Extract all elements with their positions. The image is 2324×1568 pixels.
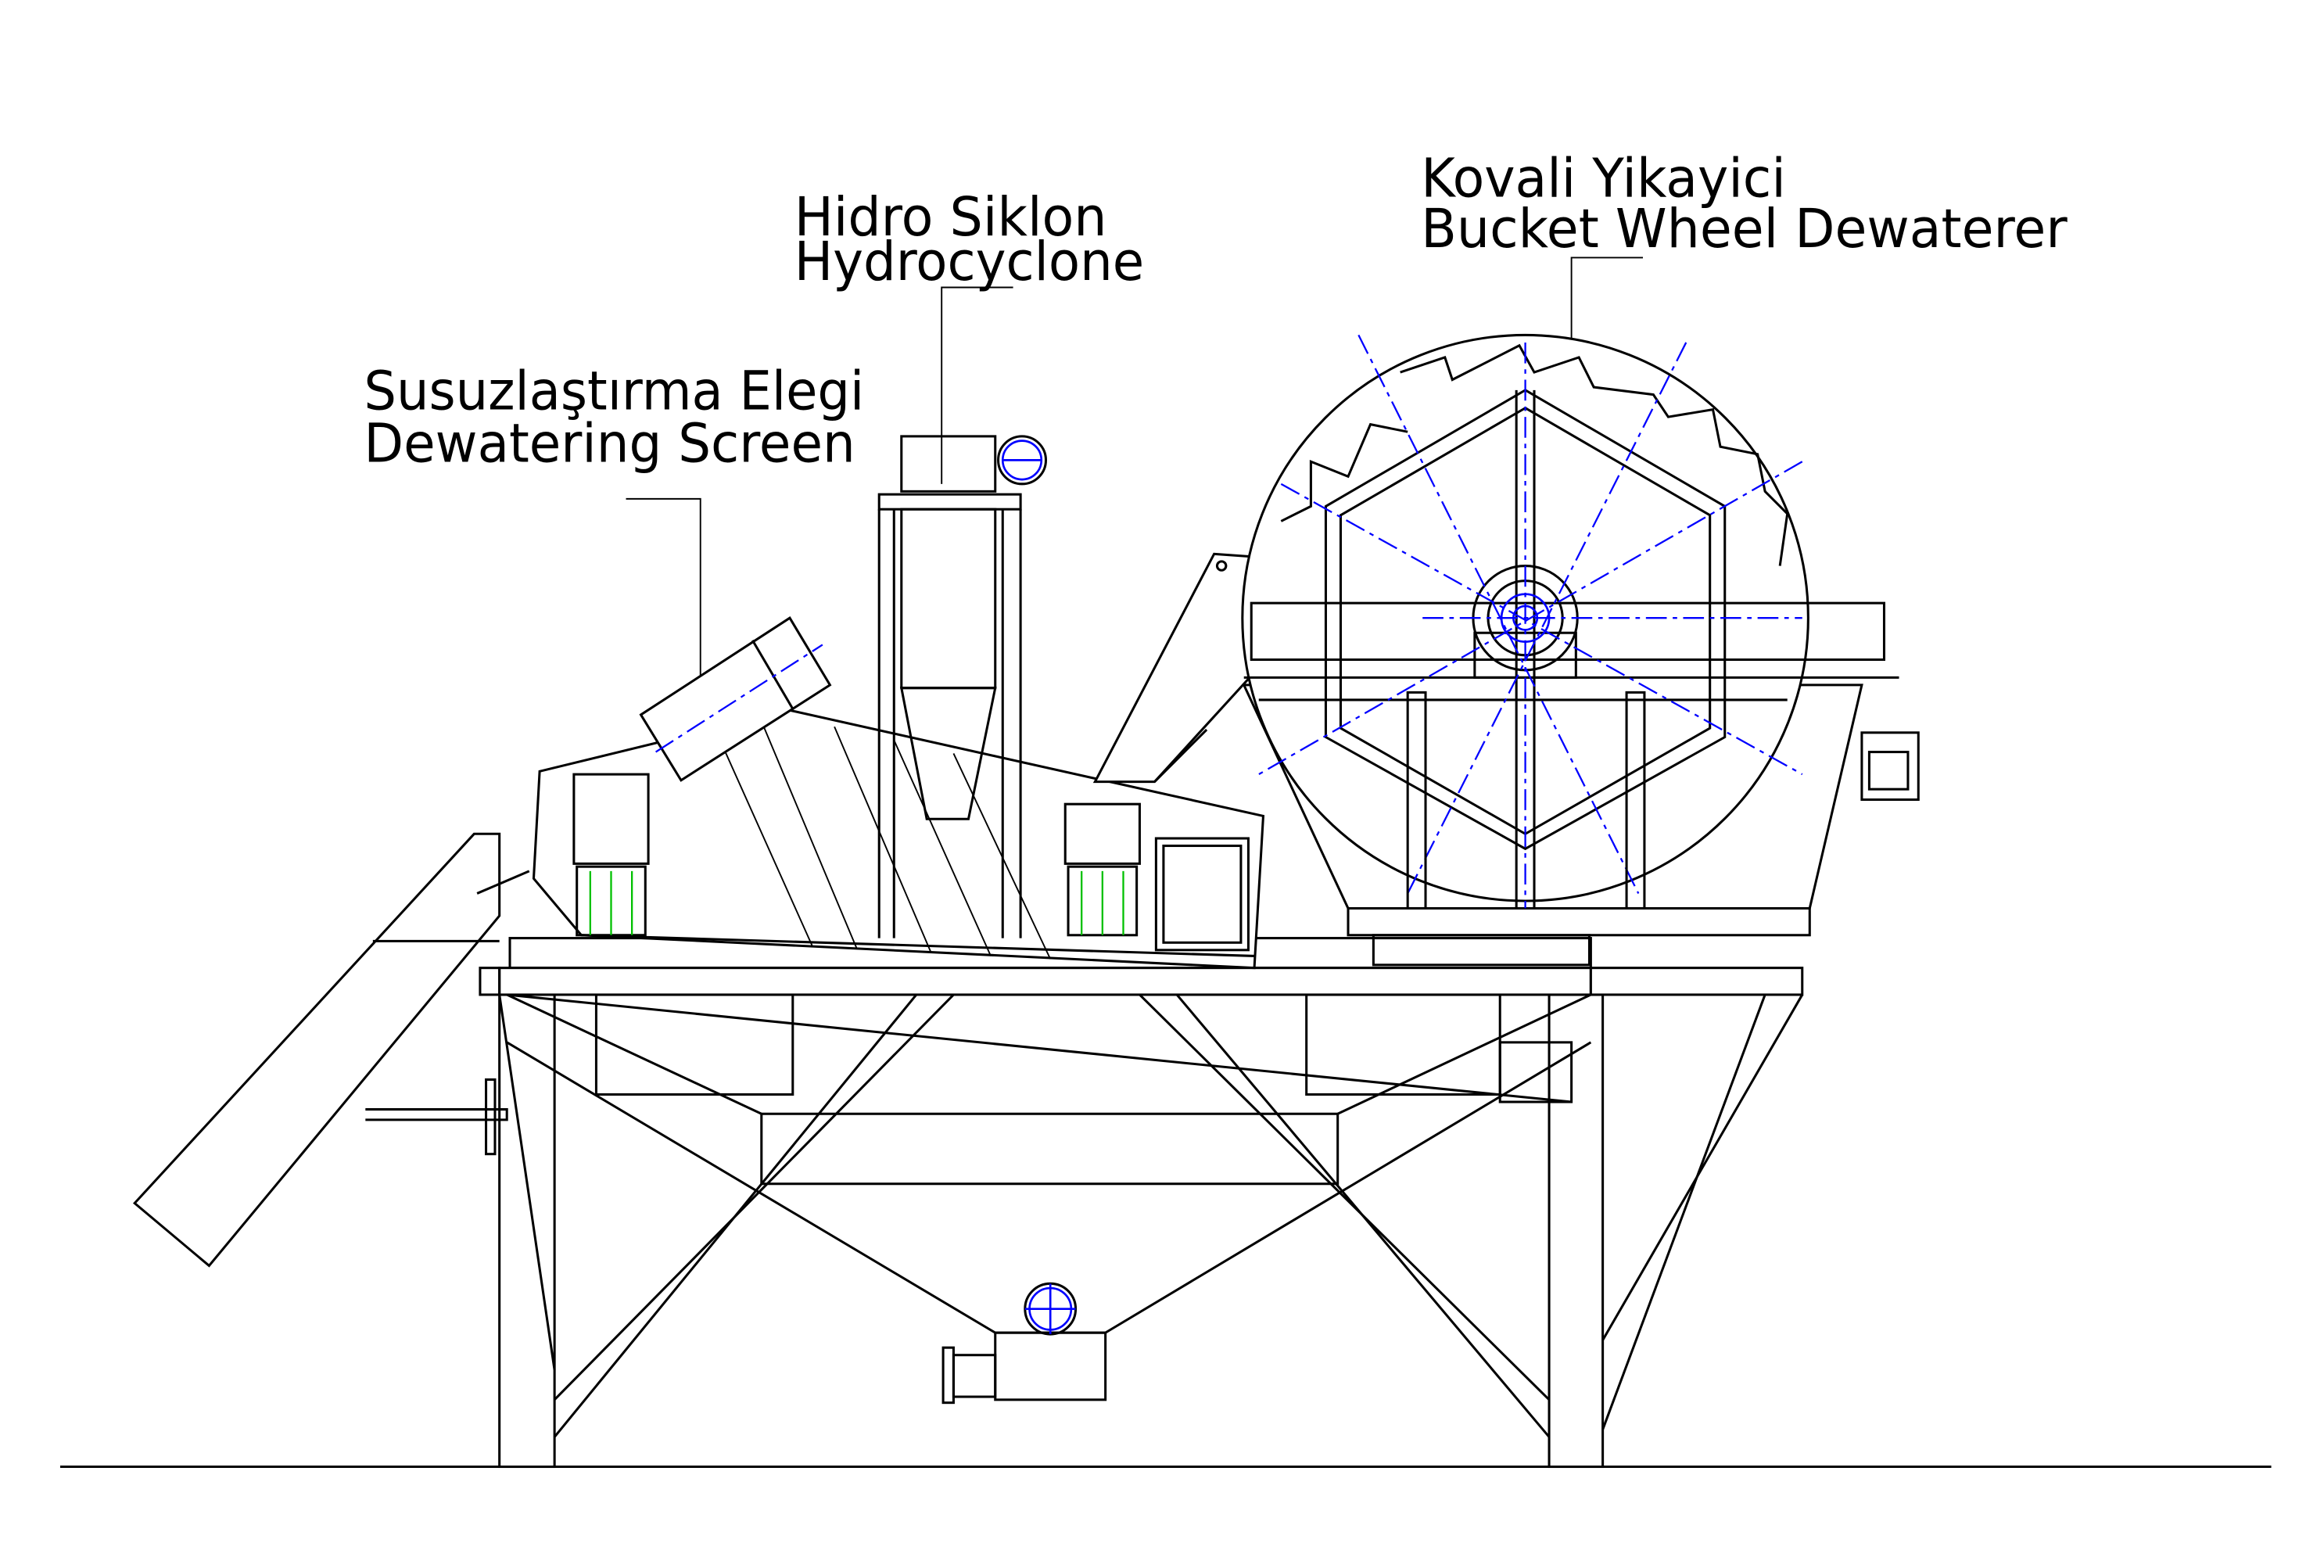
centerlines	[1258, 334, 1803, 909]
label-dewatering-screen: Susuzlaştırma Elegi Dewatering Screen	[364, 361, 864, 678]
leader-line	[626, 497, 701, 678]
slurry-pump	[941, 1282, 1107, 1405]
springs	[576, 865, 1139, 937]
support-frame	[498, 993, 1804, 1469]
hydrocyclone	[877, 435, 1048, 938]
label-en: Hydrocyclone	[794, 231, 1144, 293]
leader-line	[941, 286, 1013, 484]
label-tr: Kovali Yikayici	[1421, 147, 1786, 210]
label-hydrocyclone: Hidro Siklon Hydrocyclone	[794, 186, 1144, 484]
vibrator-motor	[639, 616, 832, 782]
label-bucket-wheel: Kovali Yikayici Bucket Wheel Dewaterer	[1421, 147, 2068, 457]
label-tr: Hidro Siklon	[794, 186, 1107, 249]
label-tr: Susuzlaştırma Elegi	[364, 361, 864, 423]
discharge-chute	[132, 832, 530, 1268]
bucket-wheel-dewaterer	[1241, 333, 1920, 967]
label-en: Dewatering Screen	[364, 412, 855, 475]
label-en: Bucket Wheel Dewaterer	[1421, 198, 2068, 260]
dewatering-screen	[532, 616, 1265, 970]
